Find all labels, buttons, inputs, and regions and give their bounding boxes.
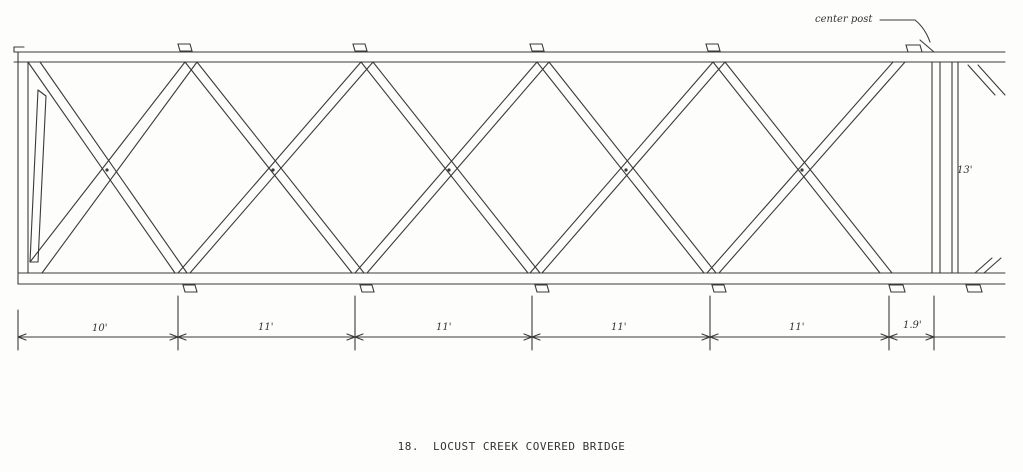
center-post-leader xyxy=(879,19,931,43)
dimension-label-5: 11' xyxy=(789,322,804,333)
dimension-label-2: 11' xyxy=(258,322,273,333)
dimension-label-6: 1.9' xyxy=(903,320,922,331)
figure-title: LOCUST CREEK COVERED BRIDGE xyxy=(433,440,626,453)
continuation-marks xyxy=(919,39,1006,274)
center-post xyxy=(931,61,953,274)
span-dimension-line xyxy=(17,295,1006,351)
lattice-diagonals xyxy=(27,61,906,274)
figure-caption: 18. LOCUST CREEK COVERED BRIDGE xyxy=(0,440,1023,453)
upper-tie-blocks xyxy=(177,43,923,53)
bottom-chord xyxy=(17,272,1006,285)
dimension-label-1: 10' xyxy=(92,323,107,334)
top-chord xyxy=(13,46,1006,63)
height-label: 13' xyxy=(957,165,972,176)
dimension-label-3: 11' xyxy=(436,322,451,333)
crossing-bolts xyxy=(105,168,804,172)
end-post xyxy=(17,51,47,285)
dimension-label-4: 11' xyxy=(611,322,626,333)
figure-number: 18. xyxy=(397,440,420,453)
center-post-label: center post xyxy=(815,14,873,25)
lower-tie-blocks xyxy=(182,284,983,293)
